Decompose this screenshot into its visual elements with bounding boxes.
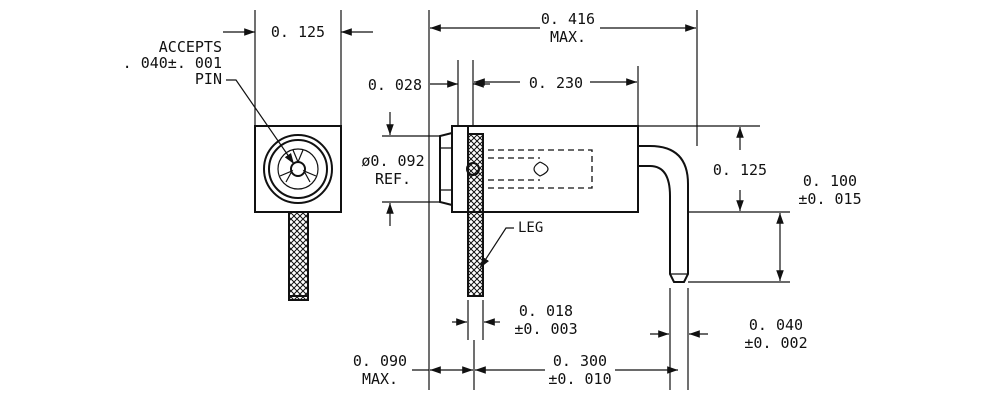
dim-front-1: 0. 090 (353, 352, 407, 370)
end-view-body (254, 125, 342, 213)
dim-width-top: 0. 125 (271, 23, 325, 41)
side-view-leg (467, 133, 484, 297)
callout-accepts-3: PIN (195, 70, 222, 88)
front-nose (439, 132, 453, 206)
flange (451, 125, 469, 213)
bent-lead (638, 145, 689, 283)
dim-leg-thk-2: ±0. 003 (514, 320, 577, 338)
callout-accepts-2: . 040±. 001 (123, 54, 222, 72)
callout-accepts-1: ACCEPTS (159, 38, 222, 56)
dim-body-height: 0. 125 (713, 161, 767, 179)
dim-span-2: ±0. 010 (548, 370, 611, 388)
dim-dia-1: ø0. 092 (361, 152, 424, 170)
dim-front-2: MAX. (362, 370, 398, 388)
socket-body (467, 125, 639, 213)
leg-leader (479, 227, 514, 269)
socket-contact (277, 148, 319, 190)
dim-span-1: 0. 300 (553, 352, 607, 370)
end-view: 0. 125 ACCEPTS . 040±. 001 PIN (123, 10, 373, 301)
dim-flange: 0. 028 (368, 76, 422, 94)
dim-lead-dia-1: 0. 040 (749, 316, 803, 334)
pin-hole (290, 161, 306, 177)
callout-leader-pin (226, 79, 295, 165)
dim-body-len: 0. 230 (529, 74, 583, 92)
leg-label: LEG (518, 220, 543, 236)
dim-lead-offset-2: ±0. 015 (798, 190, 861, 208)
dim-dia-2: REF. (375, 170, 411, 188)
dim-overall-1: 0. 416 (541, 10, 595, 28)
dim-overall-2: MAX. (550, 28, 586, 46)
side-view: 0. 416 MAX. 0. 028 0. 230 ø0. 092 REF. 0… (353, 10, 862, 390)
socket-outer-ring (263, 134, 333, 204)
dim-lead-offset-1: 0. 100 (803, 172, 857, 190)
end-view-leg (288, 211, 309, 301)
hidden-contact (488, 149, 593, 189)
socket-inner-ring (268, 139, 328, 199)
dim-leg-thk-1: 0. 018 (519, 302, 573, 320)
dim-lead-dia-2: ±0. 002 (744, 334, 807, 352)
